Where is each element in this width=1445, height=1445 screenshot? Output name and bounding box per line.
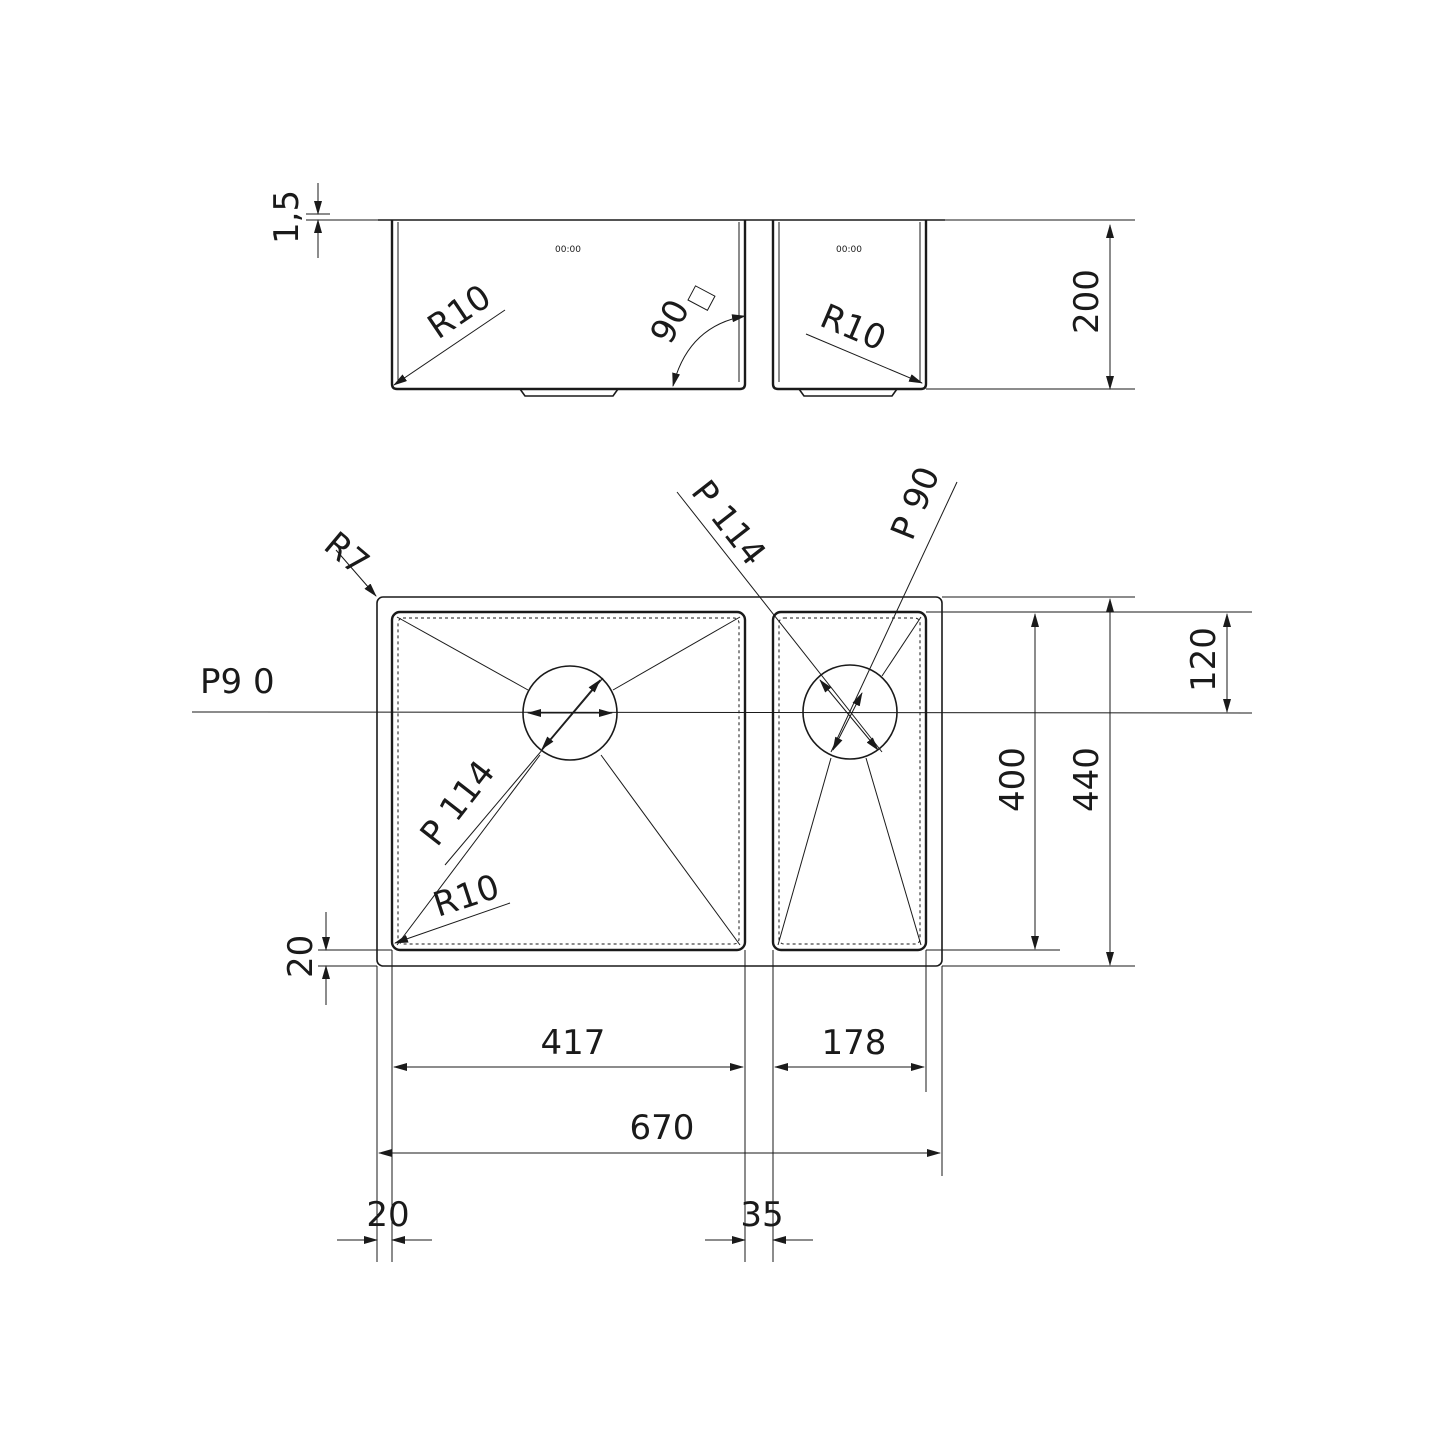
drain-left-size-label: P 114 [413, 753, 504, 853]
right-bowl-slope-lines [777, 616, 922, 946]
thickness-label: 1,5 [267, 190, 307, 244]
side-view: 00:00 00:00 R10 90 R10 1,5 200 [267, 183, 1135, 397]
right-width-label: 178 [822, 1023, 887, 1063]
right-bowl-inner [778, 222, 921, 382]
radius-left-leader [393, 309, 506, 386]
left-drain [522, 665, 618, 761]
top-view: P9 0 P 114 P 114 P 90 R7 R10 20 12 [191, 461, 1253, 1262]
angle-arc [672, 314, 746, 387]
left-drain-profile [519, 388, 619, 397]
right-drain-profile [798, 388, 898, 397]
overall-width-label: 670 [630, 1108, 695, 1148]
depth-label: 200 [1067, 269, 1107, 334]
corner-radius-label: R7 [316, 524, 376, 584]
right-drain-size-arrows-a [819, 679, 879, 751]
left-margin-label: 20 [366, 1195, 409, 1235]
left-bowl-inner [397, 617, 740, 945]
width-extension-lines [376, 950, 943, 1262]
radius-left-label: R10 [421, 277, 499, 348]
left-drain-size-arrows [541, 679, 601, 750]
right-bowl [771, 610, 928, 952]
right-drain-size-arrows-b [832, 692, 863, 751]
angle-label: 90 [643, 293, 699, 350]
overall-depth-label: 440 [1067, 747, 1107, 812]
mark-left: 00:00 [555, 245, 581, 255]
drain-left-label: P9 0 [200, 662, 275, 702]
inner-radius-leader [394, 902, 511, 944]
left-bowl-slope-lines [396, 616, 741, 946]
drain-right-size-b-label: P 90 [883, 461, 948, 545]
right-bowl-inner [778, 617, 921, 945]
radius-right-leader [805, 333, 923, 384]
outer-flange [376, 596, 943, 967]
inner-radius-label: R10 [428, 867, 504, 926]
left-width-label: 417 [541, 1023, 606, 1063]
mark-right: 00:00 [836, 245, 862, 255]
bowl-depth-label: 400 [993, 747, 1033, 812]
degree-box [687, 285, 716, 312]
left-bowl [390, 610, 747, 952]
rim-label: 20 [281, 935, 321, 978]
right-drain [802, 664, 898, 760]
offset-label: 120 [1184, 627, 1224, 692]
corner-radius-leader [335, 549, 377, 597]
right-bowl-profile [771, 220, 928, 391]
radius-right-label: R10 [814, 296, 891, 359]
drain-centerline [191, 711, 1253, 714]
drain-right-size-a-label: P 114 [683, 473, 774, 573]
divider-label: 35 [740, 1195, 783, 1235]
